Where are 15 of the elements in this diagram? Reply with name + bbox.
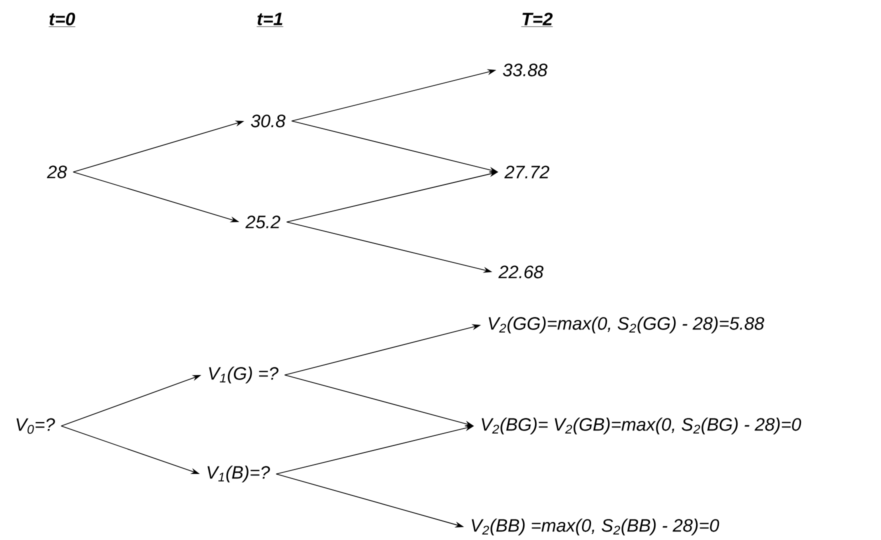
value-label: V$_{1}$(B)=?	[208, 466, 270, 482]
value-label: 33.88	[502, 64, 548, 76]
time-header: T=2	[521, 12, 553, 27]
value-label: 30.8	[250, 114, 286, 128]
value-label: V$_{2}$(BB) =max(0, S$_{2}$(BB) - 28)=0	[472, 518, 720, 536]
value-label: V$_{2}$(GG)=max(0, S$_{2}$(GG) - 28)=5.88	[488, 316, 764, 334]
value-label: 28	[46, 166, 67, 178]
time-header: t=0	[48, 12, 76, 27]
value-label: 25.2	[245, 216, 280, 228]
time-header: t=1	[256, 12, 284, 27]
value-label: 27.72	[504, 166, 550, 178]
value-label: 22.68	[498, 266, 544, 278]
value-label: V$_{0}$=?	[16, 418, 55, 434]
value-label: V$_{2}$(BG)= V$_{2}$(GB)=max(0, S$_{2}$(BG) - 28)=0	[482, 418, 802, 434]
value-label: V$_{1}$(G) =?	[209, 366, 278, 384]
